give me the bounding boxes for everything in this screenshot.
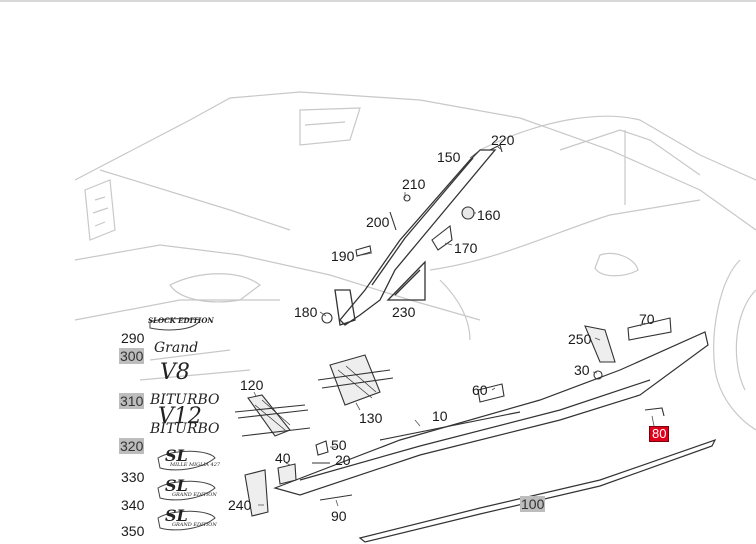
callout-320[interactable]: 320 [119,438,145,454]
a-pillar-trim-part [334,149,497,326]
callout-80-selected[interactable]: 80 [649,426,670,442]
callout-240[interactable]: 240 [228,497,252,513]
callout-10[interactable]: 10 [432,408,448,424]
callout-120[interactable]: 120 [240,377,264,393]
fender-grille-parts [234,354,394,437]
small-hardware-parts [244,317,672,517]
callout-210[interactable]: 210 [402,176,426,192]
emblem-310-v8-art: V8 [160,360,190,385]
callout-310[interactable]: 310 [119,393,145,409]
emblem-330-sl-art: SL [165,446,188,465]
emblem-330-sub-art: MILLE MIGLIA 427 [170,462,221,468]
emblem-350-sub-art: GRAND EDITION [172,522,217,528]
callout-230[interactable]: 230 [392,304,416,320]
callout-250[interactable]: 250 [568,331,592,347]
emblem-290-art: SLOCK EDITION [148,316,214,325]
callout-200[interactable]: 200 [366,214,390,230]
callout-20[interactable]: 20 [335,452,351,468]
callout-160[interactable]: 160 [477,207,501,223]
top-divider [0,0,756,2]
callout-60[interactable]: 60 [472,382,488,398]
callout-180[interactable]: 180 [294,304,318,320]
callout-330[interactable]: 330 [121,469,145,485]
emblem-310-biturbo-art: BITURBO [150,392,220,408]
emblem-340-sl-art: SL [165,476,188,495]
callout-340[interactable]: 340 [121,497,145,513]
callout-50[interactable]: 50 [331,437,347,453]
callout-30[interactable]: 30 [574,362,590,378]
callout-350[interactable]: 350 [121,523,145,539]
leader-lines [253,146,655,507]
car-body-outline [74,91,756,431]
callout-300[interactable]: 300 [119,348,145,364]
emblem-outlines [149,318,216,531]
callout-290[interactable]: 290 [121,330,145,346]
emblem-300-art: Grand [154,340,199,356]
clip-parts [321,144,503,324]
callout-100[interactable]: 100 [520,496,546,512]
callout-70[interactable]: 70 [639,311,655,327]
callout-190[interactable]: 190 [331,248,355,264]
emblem-350-sl-art: SL [165,506,188,525]
emblem-320-v12-art: V12 [158,404,202,429]
emblem-320-biturbo-art: BITURBO [150,421,220,437]
callout-220[interactable]: 220 [491,132,515,148]
callout-90[interactable]: 90 [331,508,347,524]
callout-40[interactable]: 40 [275,450,291,466]
emblem-340-sub-art: GRAND EDITION [172,492,217,498]
callout-150[interactable]: 150 [437,149,461,165]
callout-130[interactable]: 130 [359,410,383,426]
callout-170[interactable]: 170 [454,240,478,256]
